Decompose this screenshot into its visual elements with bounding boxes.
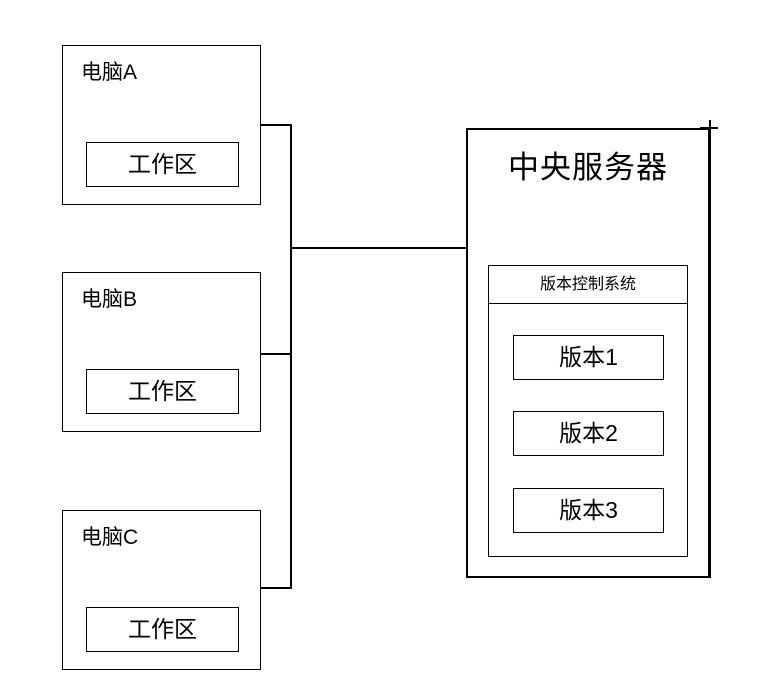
connector-computer-a bbox=[259, 124, 292, 126]
version-control-system-label: 版本控制系统 bbox=[539, 275, 636, 293]
computer-b-box[interactable]: 电脑B 工作区 bbox=[62, 272, 261, 432]
computer-c-box[interactable]: 电脑C 工作区 bbox=[62, 510, 261, 670]
version-control-system-header: 版本控制系统 bbox=[489, 266, 687, 304]
server-right-rail bbox=[709, 120, 711, 578]
computer-a-workspace-label: 工作区 bbox=[128, 151, 197, 177]
version-label-2: 版本2 bbox=[559, 420, 618, 446]
computer-b-label: 电脑B bbox=[81, 288, 138, 311]
computer-c-label: 电脑C bbox=[81, 526, 139, 549]
connector-computer-c bbox=[259, 587, 292, 589]
computer-c-workspace-box[interactable]: 工作区 bbox=[86, 607, 239, 652]
version-label-1: 版本1 bbox=[559, 344, 618, 370]
network-bus-line bbox=[290, 124, 292, 589]
version-control-system-box[interactable]: 版本控制系统 版本1 版本2 版本3 bbox=[488, 265, 688, 557]
computer-b-workspace-label: 工作区 bbox=[128, 378, 197, 404]
central-server-title: 中央服务器 bbox=[508, 150, 668, 185]
connector-bus-to-server bbox=[290, 247, 468, 249]
computer-a-workspace-box[interactable]: 工作区 bbox=[86, 142, 239, 187]
version-box-1[interactable]: 版本1 bbox=[513, 335, 664, 380]
computer-a-label: 电脑A bbox=[81, 61, 138, 84]
version-label-3: 版本3 bbox=[559, 497, 618, 523]
version-box-2[interactable]: 版本2 bbox=[513, 411, 664, 456]
central-server-box[interactable]: 中央服务器 版本控制系统 版本1 版本2 版本3 bbox=[466, 128, 710, 578]
computer-c-workspace-label: 工作区 bbox=[128, 616, 197, 642]
computer-a-box[interactable]: 电脑A 工作区 bbox=[62, 45, 261, 205]
connector-computer-b bbox=[259, 353, 292, 355]
version-box-3[interactable]: 版本3 bbox=[513, 488, 664, 533]
computer-b-workspace-box[interactable]: 工作区 bbox=[86, 369, 239, 414]
